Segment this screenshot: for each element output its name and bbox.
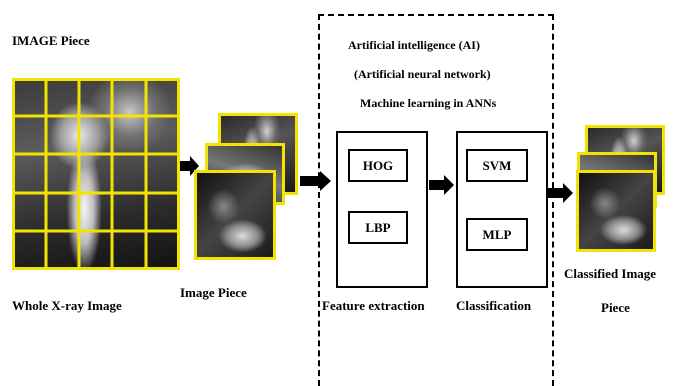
whole-xray-label: Whole X-ray Image	[12, 298, 122, 313]
ai-dashed-frame	[318, 14, 554, 386]
ml-subtitle: Machine learning in ANNs	[360, 96, 497, 110]
image-piece-label: Image Piece	[180, 285, 247, 300]
classified-label-line1: Classified Image	[564, 266, 657, 281]
classification-label: Classification	[456, 298, 532, 313]
lbp-box: LBP	[348, 211, 408, 244]
arrow-right-icon	[429, 175, 454, 195]
hog-box: HOG	[348, 149, 408, 182]
mlp-box: MLP	[466, 218, 528, 251]
image-piece-title: IMAGE Piece	[12, 33, 90, 48]
whole-xray-image	[12, 78, 180, 270]
ai-title: Artificial intelligence (AI)	[348, 38, 480, 52]
classified-label-line2: Piece	[601, 300, 630, 315]
feature-extraction-label: Feature extraction	[322, 298, 425, 313]
image-piece-front	[194, 170, 276, 260]
arrow-right-icon	[548, 183, 573, 203]
svm-box: SVM	[466, 149, 528, 182]
arrow-right-icon	[300, 171, 331, 191]
xray-grid	[12, 78, 180, 270]
classified-piece-front	[576, 170, 656, 252]
ann-subtitle: (Artificial neural network)	[354, 67, 491, 81]
